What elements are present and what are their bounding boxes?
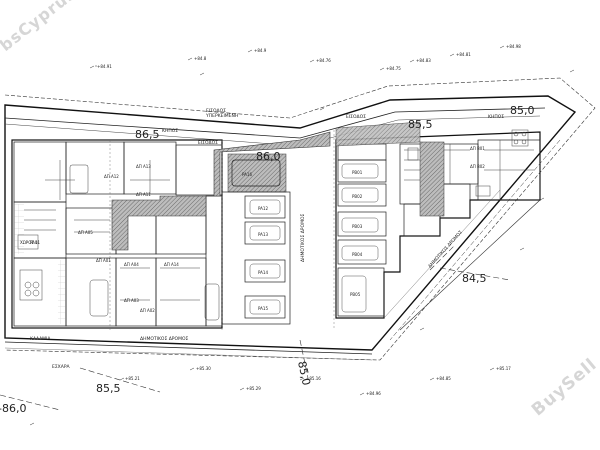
contour-lines xyxy=(0,244,511,411)
parking-space-1: ΧΩΡΟΣ 1 xyxy=(20,240,38,245)
svg-text:+84.8: +84.8 xyxy=(194,56,207,61)
parking-pa01: PA01 xyxy=(30,240,40,245)
label-bottom-left: ΕΣΧΑΡΑ xyxy=(52,364,71,370)
elevation-86-0-left: -86,0 xyxy=(0,402,26,415)
unit-a13: ΔΠ Α13 xyxy=(136,164,151,169)
elevation-86-5-top: 86,5 xyxy=(135,128,160,141)
label-kipos-left: ΚΗΠΟΣ xyxy=(162,128,178,134)
hatched-core-b xyxy=(419,141,445,217)
hatched-b-top xyxy=(335,121,421,147)
unit-a03: ΔΠ Α03 xyxy=(124,298,139,303)
unit-a01: ΔΠ Α01 xyxy=(96,258,111,263)
parking-pa12: PA12 xyxy=(258,206,268,211)
right-road-edge-1 xyxy=(399,199,541,331)
svg-text:+84.81: +84.81 xyxy=(456,52,471,57)
svg-text:+85.16: +85.16 xyxy=(306,376,321,381)
label-road-bottom: ΔΗΜΟΤΙΚΟΣ ΔΡΟΜΟΣ xyxy=(140,336,188,342)
elevation-85-5-right: 85,5 xyxy=(408,118,433,131)
unit-a11: ΔΠ Α11 xyxy=(136,192,151,197)
survey-labels: +84.91 +84.8 +84.9 +84.76 +84.75 +84.81 … xyxy=(97,44,521,396)
unit-a04: ΔΠ Α04 xyxy=(124,262,139,267)
label-eisodos-right: ΕΙΣΟΔΟΣ xyxy=(346,114,366,120)
svg-text:+85.30: +85.30 xyxy=(196,366,211,371)
pattern-block-a2 xyxy=(58,260,66,324)
parking-pb04: PB04 xyxy=(352,252,363,257)
survey-points xyxy=(29,45,575,426)
parking-pb05: PB05 xyxy=(350,292,361,297)
bottom-road-inner xyxy=(4,347,373,361)
svg-text:+85.29: +85.29 xyxy=(246,386,261,391)
unit-b02: ΔΠ Β02 xyxy=(470,164,485,169)
unit-a02: ΔΠ Α02 xyxy=(140,308,155,313)
property-line xyxy=(4,77,596,361)
svg-text:+84.96: +84.96 xyxy=(366,391,381,396)
svg-text:+84.98: +84.98 xyxy=(506,44,521,49)
hatched-core xyxy=(111,131,331,251)
pattern-block-a xyxy=(14,204,24,254)
parking-pa16: PA16 xyxy=(242,172,252,177)
elevation-84-5: 84,5 xyxy=(462,272,487,285)
parking-pa15: PA15 xyxy=(258,306,268,311)
svg-text:+84.9: +84.9 xyxy=(254,48,267,53)
bottom-road-edge xyxy=(4,341,373,355)
label-kalamia: ΚΑΛΑΜΙΑ xyxy=(30,336,51,342)
car-outlines xyxy=(249,163,379,315)
svg-text:+84.91: +84.91 xyxy=(97,64,112,69)
unit-b01: ΔΠ Β01 xyxy=(470,146,485,151)
unit-a05: ΔΠ Α05 xyxy=(78,230,93,235)
parking-pb02: PB02 xyxy=(352,194,363,199)
label-kipos-right: ΚΗΠΟΣ xyxy=(488,114,504,120)
label-eisodos-center: ΕΙΣΟΔΟΣ xyxy=(198,140,218,146)
building-b-rooms xyxy=(337,139,541,317)
parking-pb01: PB01 xyxy=(352,170,363,175)
building-a-fixtures xyxy=(17,160,220,321)
svg-text:+84.83: +84.83 xyxy=(416,58,431,63)
elevation-86-0-center: 86,0 xyxy=(256,150,281,163)
svg-text:+85.17: +85.17 xyxy=(496,366,511,371)
svg-text:+84.85: +84.85 xyxy=(436,376,451,381)
parking-pa13: PA13 xyxy=(258,232,268,237)
dimension-lines xyxy=(109,130,335,330)
unit-a12: ΔΠ Α12 xyxy=(104,174,119,179)
building-b-fixtures xyxy=(404,129,534,200)
unit-a14: ΔΠ Α14 xyxy=(164,262,179,267)
parking-pa14: PA14 xyxy=(258,270,268,275)
top-road-edge xyxy=(4,107,546,139)
elevation-85-0-right: 85,0 xyxy=(510,104,535,117)
svg-text:+85.21: +85.21 xyxy=(125,376,140,381)
top-road-inner xyxy=(4,115,541,147)
right-road-edge-2 xyxy=(389,139,561,341)
site-boundary xyxy=(4,95,577,351)
elevation-85-5-bottom: 85,5 xyxy=(96,382,121,395)
label-road-mid: ΔΗΜΟΤΙΚΟΣ ΔΡΟΜΟΣ xyxy=(300,214,306,262)
elevation-85-0-bottom: 85,0 xyxy=(295,360,313,387)
svg-text:+84.75: +84.75 xyxy=(386,66,401,71)
right-road-edge-3 xyxy=(383,189,501,319)
parking-pb03: PB03 xyxy=(352,224,363,229)
svg-text:+84.76: +84.76 xyxy=(316,58,331,63)
